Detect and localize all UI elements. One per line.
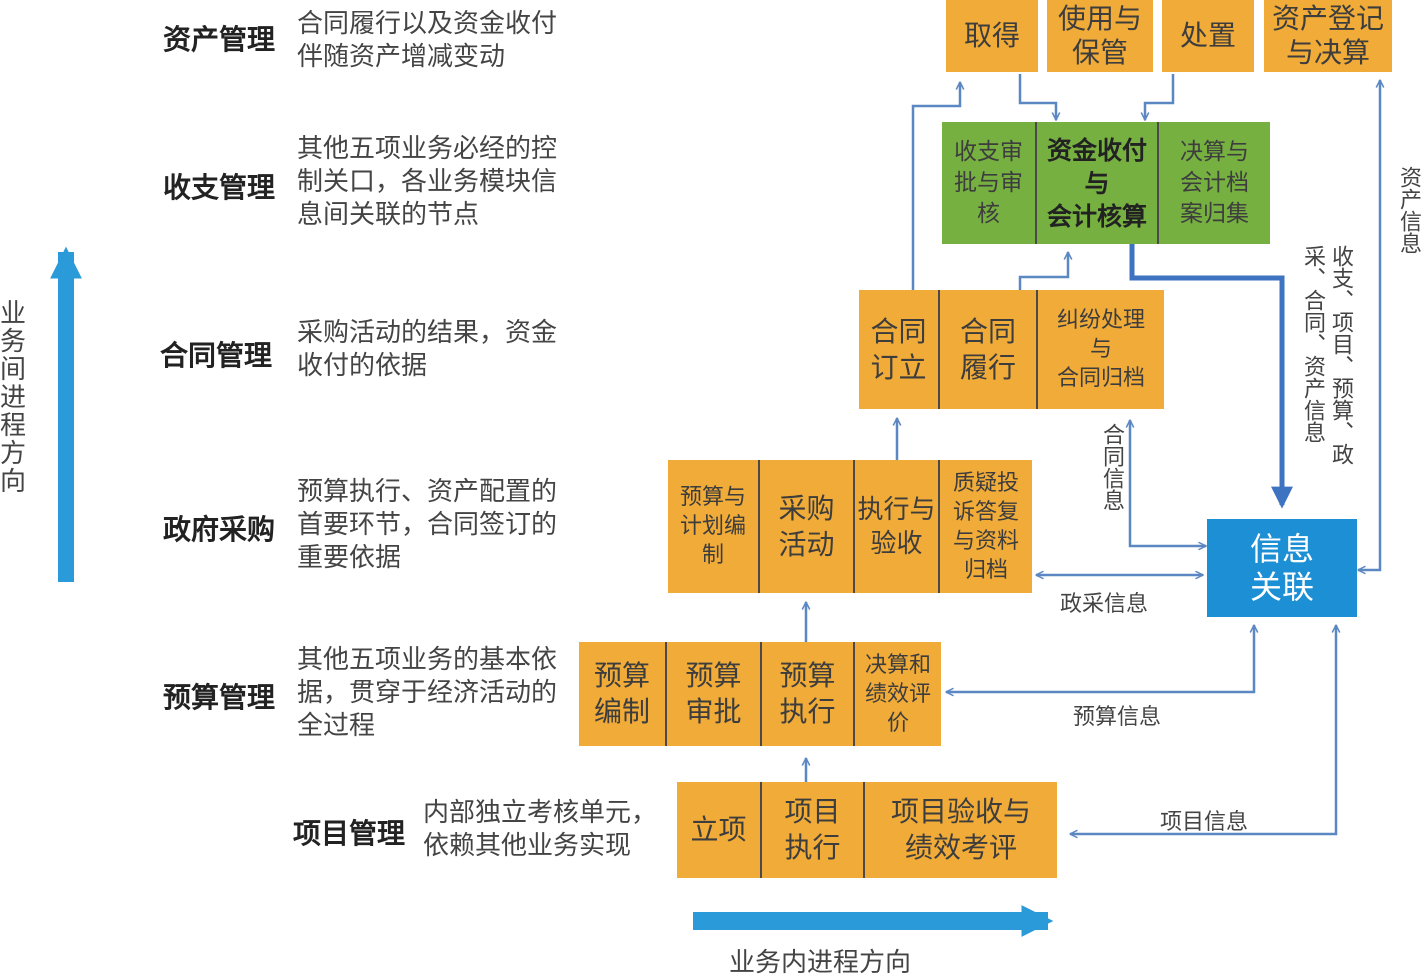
contract-info-label: 合同信息 (1099, 423, 1124, 511)
finance-cell-approval: 收支审 批与审 核 (942, 122, 1037, 244)
contract-cell-perform: 合同 履行 (940, 290, 1038, 409)
contract-cell-sign: 合同 订立 (859, 290, 940, 409)
procurement-cell-acceptance: 执行与 验收 (855, 460, 940, 593)
budget-cell-approve: 预算 审批 (667, 642, 762, 746)
procurement-group: 预算与 计划编 制 采购 活动 执行与 验收 质疑投 诉答复 与资料 归档 (668, 460, 1032, 593)
finance-group: 收支审 批与审 核 资金收付 与 会计核算 决算与 会计档 案归集 (942, 122, 1270, 244)
finance-cell-payment: 资金收付 与 会计核算 (1037, 122, 1159, 244)
row-desc-finance: 其他五项业务必经的控 制关口，各业务模块信 息间关联的节点 (297, 134, 558, 230)
row-desc-asset: 合同履行以及资金收付 伴随资产增减变动 (297, 9, 558, 72)
project-cell-execute: 项目 执行 (762, 782, 865, 878)
budget-cell-execute: 预算 执行 (762, 642, 855, 746)
asset-dispose-box: 处置 (1162, 0, 1254, 72)
project-cell-acceptance: 项目验收与 绩效考评 (890, 795, 1031, 864)
row-desc-project: 内部独立考核单元， 依赖其他业务实现 (423, 798, 658, 861)
row-label-finance: 收支管理 (163, 171, 276, 204)
asset-use-box: 使用与 保管 (1047, 0, 1153, 72)
project-group: 立项 项目 执行 项目验收与 绩效考评 (677, 782, 1057, 878)
budget-cell-evaluate: 决算和 绩效评 价 (864, 652, 931, 736)
summary-info-label: 收支、项目、预算、政采、合同、资产信息 (1300, 245, 1353, 465)
row-desc-budget: 其他五项业务的基本依 据，贯穿于经济活动的 全过程 (297, 645, 558, 741)
project-info-label: 项目信息 (1160, 810, 1249, 835)
row-label-project: 项目管理 (293, 817, 406, 850)
row-label-budget: 预算管理 (163, 681, 276, 714)
row-desc-contract: 采购活动的结果，资金 收付的依据 (297, 318, 558, 381)
procurement-cell-plan: 预算与 计划编 制 (668, 460, 760, 593)
info-hub-box: 信息 关联 (1207, 519, 1357, 617)
project-cell-initiate: 立项 (677, 782, 762, 878)
row-desc-procurement: 预算执行、资产配置的 首要环节，合同签订的 重要依据 (297, 477, 558, 573)
asset-registration-box: 资产登记 与决算 (1264, 0, 1392, 72)
procurement-info-label: 政采信息 (1060, 592, 1149, 617)
asset-info-label: 资产信息 (1396, 166, 1421, 254)
row-label-contract: 合同管理 (160, 339, 273, 372)
budget-group: 预算 编制 预算 审批 预算 执行 决算和 绩效评 价 (579, 642, 941, 746)
procurement-cell-activity: 采购 活动 (760, 460, 855, 593)
vertical-axis-label: 业务间进程方向 (0, 299, 27, 497)
budget-info-label: 预算信息 (1073, 705, 1162, 730)
procurement-cell-complaint: 质疑投 诉答复 与资料 归档 (952, 470, 1019, 583)
contract-cell-dispute: 纠纷处理 与 合同归档 (1056, 308, 1145, 391)
row-label-asset: 资产管理 (163, 23, 276, 56)
finance-cell-archive: 决算与 会计档 案归集 (1180, 138, 1249, 227)
contract-group: 合同 订立 合同 履行 纠纷处理 与 合同归档 (859, 290, 1164, 409)
budget-cell-prepare: 预算 编制 (579, 642, 667, 746)
asset-acquire-box: 取得 (946, 0, 1038, 72)
row-label-procurement: 政府采购 (163, 513, 276, 546)
horizontal-axis-label: 业务内进程方向 (729, 948, 912, 974)
